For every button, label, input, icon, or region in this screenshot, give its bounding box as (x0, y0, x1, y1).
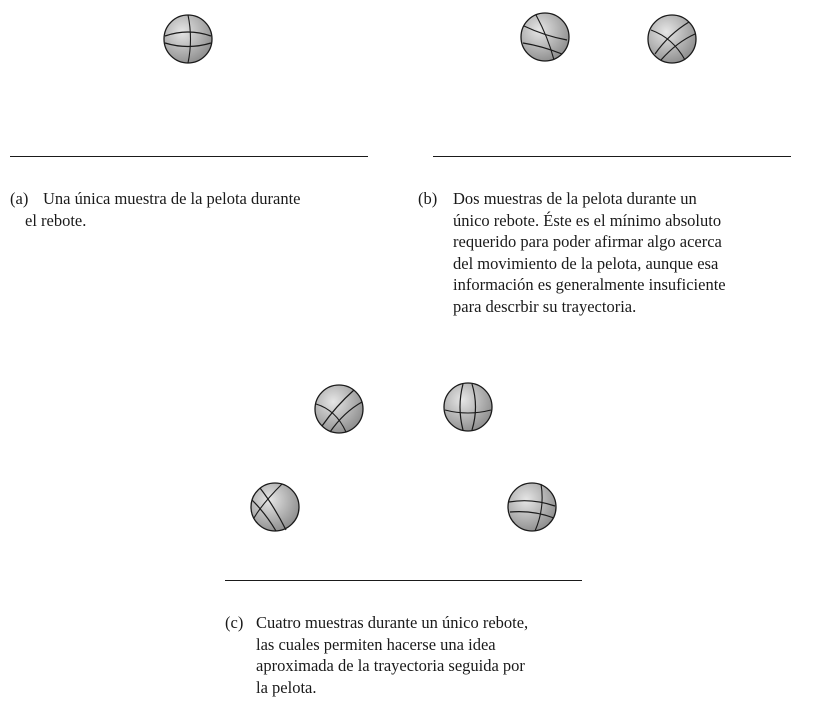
ground-line (433, 156, 791, 157)
ground-line (225, 580, 582, 581)
ball-icon (520, 12, 570, 62)
ball-icon (250, 482, 300, 532)
panel-label: (b) (418, 189, 438, 208)
caption-b: (b) Dos muestras de la pelota durante un… (418, 188, 821, 317)
caption-a: (a) Una única muestra de la pelota duran… (10, 188, 390, 231)
ball-icon (647, 14, 697, 64)
caption-c: (c) Cuatro muestras durante un único reb… (225, 612, 625, 698)
panel-label: (c) (225, 613, 244, 632)
ground-line (10, 156, 368, 157)
caption-text: Cuatro muestras durante un único rebote,… (256, 613, 529, 697)
ball-icon (443, 382, 493, 432)
ball-icon (163, 14, 213, 64)
ball-icon (314, 384, 364, 434)
panel-label: (a) (10, 189, 29, 208)
caption-text: Una única muestra de la pelota durante e… (25, 189, 301, 230)
caption-text: Dos muestras de la pelota durante un úni… (453, 189, 726, 316)
ball-icon (507, 482, 557, 532)
